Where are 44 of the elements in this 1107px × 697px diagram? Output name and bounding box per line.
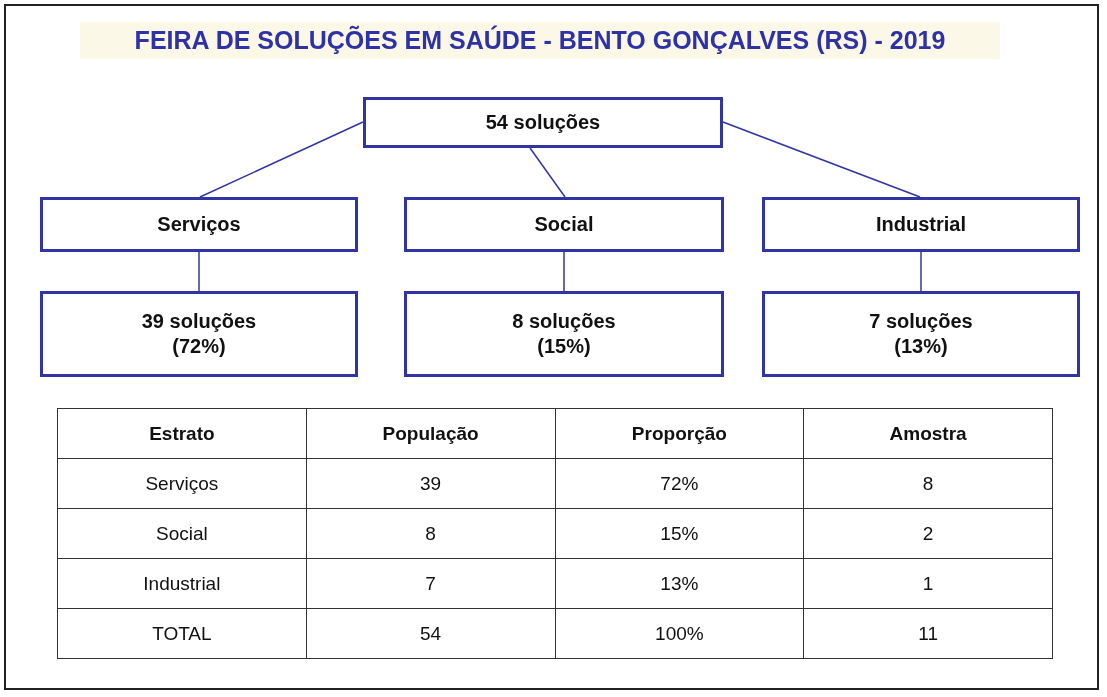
category-box: [40, 291, 358, 377]
box-text: 8 soluções: [512, 309, 616, 334]
box-text: Serviços: [157, 212, 241, 237]
box-text: (13%): [894, 334, 948, 359]
table-cell: 1: [803, 558, 1053, 609]
table-cell: 54: [306, 608, 555, 659]
column-header: Proporção: [555, 408, 804, 459]
box-text: 7 soluções: [869, 309, 973, 334]
table-cell: 100%: [555, 608, 804, 659]
category-box: [404, 291, 724, 377]
box-text: (15%): [537, 334, 591, 359]
table-cell: Social: [57, 508, 307, 559]
diagram-title: FEIRA DE SOLUÇÕES EM SAÚDE - BENTO GONÇALVES (RS) - 2019: [80, 22, 1000, 59]
column-header: População: [306, 408, 555, 459]
column-header: Estrato: [57, 408, 307, 459]
box-text: (72%): [172, 334, 226, 359]
table-cell: Industrial: [57, 558, 307, 609]
table-cell: 7: [306, 558, 555, 609]
table-cell: 13%: [555, 558, 804, 609]
box-text: 39 soluções: [141, 309, 257, 334]
category-box: [404, 197, 724, 252]
connector-line: [920, 251, 922, 292]
connector-line: [722, 121, 921, 198]
connector-line: [198, 251, 200, 292]
table-cell: Serviços: [57, 458, 307, 509]
table-cell: 11: [803, 608, 1053, 659]
box-text: Social: [534, 212, 594, 237]
category-box: [40, 197, 358, 252]
column-header: Amostra: [803, 408, 1053, 459]
category-box: [762, 291, 1080, 377]
box-text: 54 soluções: [485, 110, 601, 135]
connector-line: [199, 121, 364, 198]
table-cell: 8: [803, 458, 1053, 509]
box-text: Industrial: [876, 212, 966, 237]
table-cell: 72%: [555, 458, 804, 509]
table-cell: 2: [803, 508, 1053, 559]
connector-line: [563, 251, 565, 292]
connector-line: [529, 147, 566, 198]
category-box: [363, 97, 723, 148]
table-cell: TOTAL: [57, 608, 307, 659]
table-cell: 8: [306, 508, 555, 559]
table-cell: 39: [306, 458, 555, 509]
table-cell: 15%: [555, 508, 804, 559]
category-box: [762, 197, 1080, 252]
